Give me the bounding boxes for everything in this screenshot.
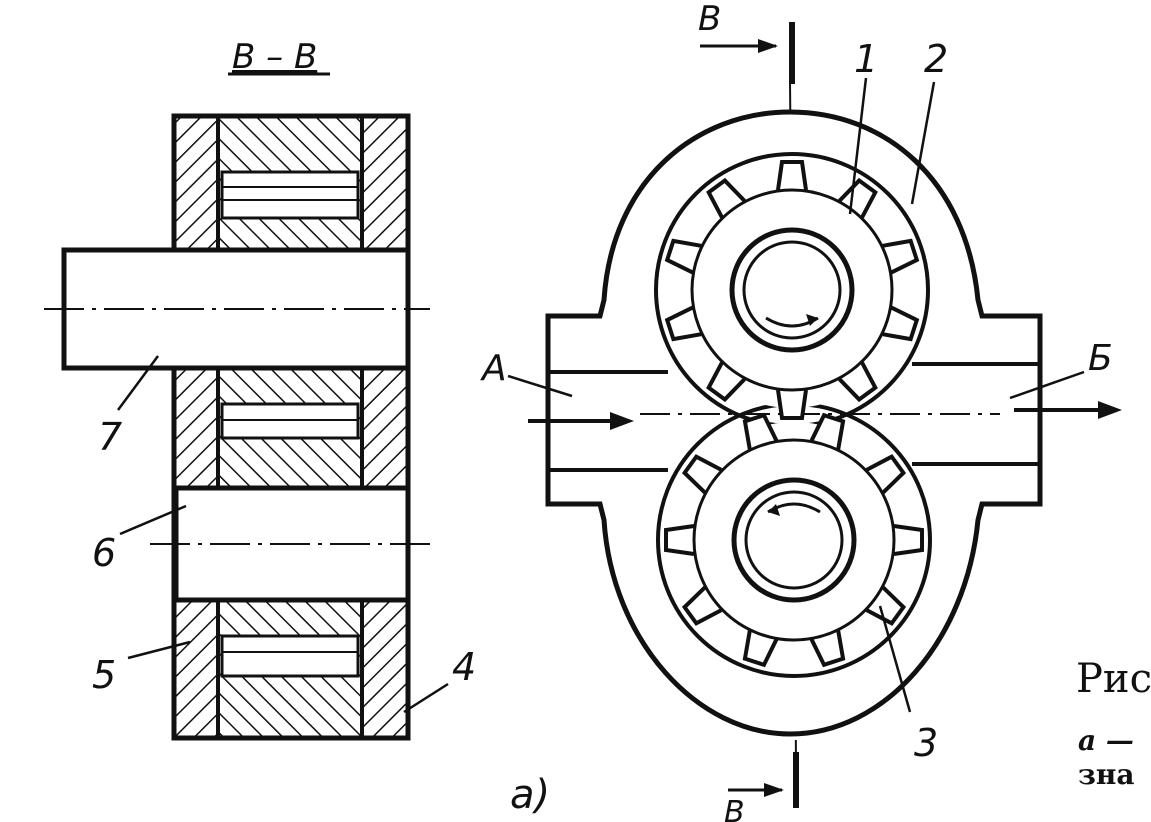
caption-line-3: зна xyxy=(1078,758,1135,791)
outlet-flow-arrow xyxy=(1014,401,1122,419)
driven-gear-3 xyxy=(664,412,924,668)
section-mark-bottom: B xyxy=(724,795,745,822)
section-title: B – B xyxy=(232,37,317,77)
figure-caption: Рис а — зна xyxy=(1076,656,1151,791)
right-end-plate-4 xyxy=(362,118,406,736)
part-label-7: 7 xyxy=(98,415,122,459)
part-label-5: 5 xyxy=(92,653,116,697)
flow-label-inlet: А xyxy=(480,348,507,389)
inlet-flow-arrow xyxy=(528,412,634,430)
part-label-6: 6 xyxy=(92,531,116,575)
upper-shaft xyxy=(729,227,855,353)
lower-shaft xyxy=(731,477,857,603)
front-view: B B xyxy=(480,0,1122,822)
drive-gear-1 xyxy=(664,160,920,420)
left-end-plate xyxy=(176,118,218,736)
part-label-1: 1 xyxy=(854,37,878,81)
flow-label-outlet: Б xyxy=(1088,338,1113,379)
part-label-3: 3 xyxy=(914,721,938,765)
part-label-2: 2 xyxy=(924,37,948,81)
part-label-4: 4 xyxy=(452,645,476,689)
view-label: а) xyxy=(510,772,550,818)
caption-line-1: Рис xyxy=(1076,656,1151,702)
section-view: B – B 7 6 5 4 xyxy=(44,37,476,741)
section-mark-top: B xyxy=(698,0,721,39)
caption-line-2: а — xyxy=(1078,724,1134,757)
